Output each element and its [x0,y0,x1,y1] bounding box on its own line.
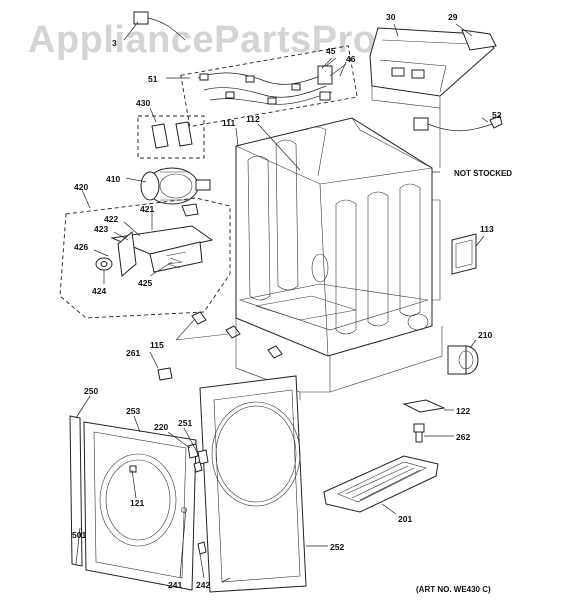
callout-261: 250 [84,386,98,396]
motor-bracket-430 [137,115,205,159]
leveling-legs-113 [175,311,283,359]
drive-motor-410 [140,167,211,205]
door-250 [83,421,197,591]
callout-424: 424 [92,286,106,296]
callout-30: 30 [386,12,396,22]
callout-501: 201 [398,514,412,524]
cover-plate-114 [451,233,477,275]
callout-115: 210 [478,330,492,340]
callout-262: 501 [72,530,86,540]
callout-422: 422 [104,214,118,224]
callout-201: 252 [330,542,344,552]
callout-423: 423 [94,224,108,234]
lint-filter-501 [323,455,439,513]
callout-251: 121 [130,498,144,508]
callout-113: 115 [150,340,164,350]
callout-210: 261 [126,348,140,358]
callout-114: 113 [480,224,494,234]
callout-220: 251 [178,418,192,428]
front-panel-201 [199,375,307,593]
callout-111: 111 [222,118,236,128]
callout-labels: 3 30 29 45 46 51 52 430 111 112 410 420 … [72,12,502,590]
motor-mount-420 [59,197,231,319]
callout-29: 29 [448,12,458,22]
callout-121: 122 [456,406,470,416]
bracket-121 [402,399,446,413]
callout-241: 242 [196,580,210,590]
callout-52: 52 [492,110,502,120]
callout-112: 112 [246,114,260,124]
callout-3: 3 [112,38,117,48]
wire-harness-51 [180,45,358,128]
callout-430: 430 [136,98,150,108]
leader-lines [75,21,489,583]
exhaust-duct-115 [447,345,479,375]
callout-421: 421 [140,204,154,214]
art-number: (ART NO. WE430 C) [416,585,491,594]
dryer-cabinet [235,117,441,357]
callout-420: 420 [74,182,88,192]
cabinet-outline-guides [235,86,443,400]
callout-253: 220 [154,422,168,432]
callout-51: 51 [148,74,158,84]
callout-252: 241 [168,580,182,590]
callout-46: 46 [346,54,356,64]
callout-122: 262 [456,432,470,442]
power-cord-52 [413,115,503,132]
callout-250: 253 [126,406,140,416]
not-stocked-note: NOT STOCKED [454,169,512,178]
clip-210 [157,367,173,381]
callout-425: 425 [138,278,152,288]
connector-3 [133,11,186,41]
hinge-parts [187,443,209,555]
callout-426: 426 [74,242,88,252]
screw-122 [413,423,425,443]
console-panel-30 [369,27,497,97]
door-strip-261 [69,415,83,567]
callout-410: 410 [106,174,120,184]
callout-45: 45 [326,46,336,56]
